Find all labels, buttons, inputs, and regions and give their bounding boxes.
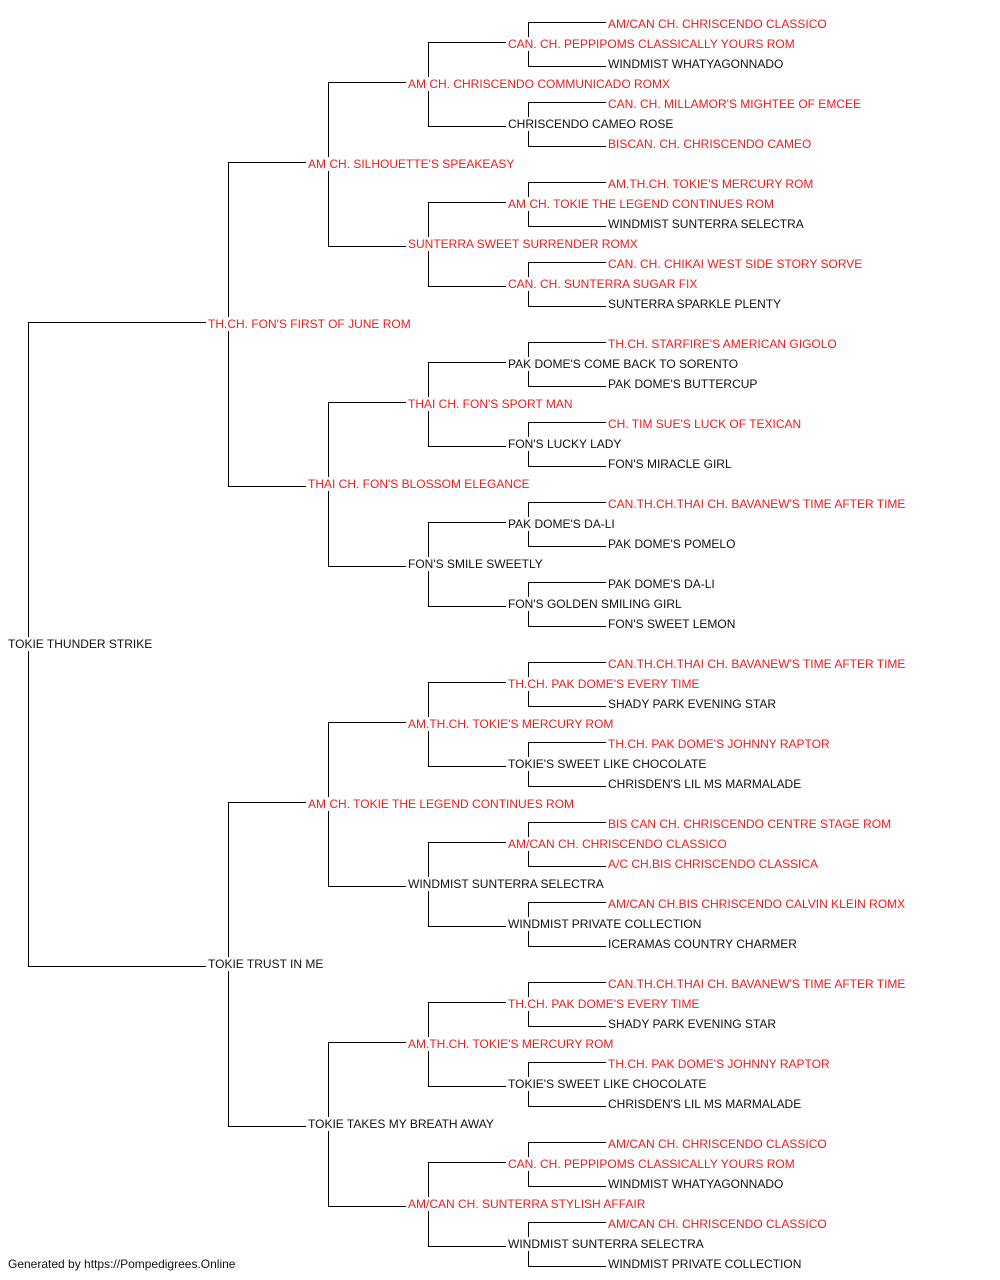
gen5-name-13: PAK DOME'S POMELO	[608, 537, 737, 551]
gen5-name-12: CAN.TH.CH.THAI CH. BAVANEW'S TIME AFTER …	[608, 497, 907, 511]
gen5-name-6: CAN. CH. CHIKAI WEST SIDE STORY SORVE	[608, 257, 864, 271]
gen5-name-21: A/C CH.BIS CHRISCENDO CLASSICA	[608, 857, 820, 871]
dam-name: TOKIE TRUST IN ME	[208, 957, 325, 971]
gen4-name-6: PAK DOME'S DA-LI	[508, 517, 616, 531]
gen4-name-4: PAK DOME'S COME BACK TO SORENTO	[508, 357, 740, 371]
gen5-name-3: BISCAN. CH. CHRISCENDO CAMEO	[608, 137, 813, 151]
gen4-name-11: WINDMIST PRIVATE COLLECTION	[508, 917, 703, 931]
gen4-name-10: AM/CAN CH. CHRISCENDO CLASSICO	[508, 837, 728, 851]
gen4-name-9: TOKIE'S SWEET LIKE CHOCOLATE	[508, 757, 708, 771]
gen5-name-2: CAN. CH. MILLAMOR'S MIGHTEE OF EMCEE	[608, 97, 862, 111]
gen5-name-18: TH.CH. PAK DOME'S JOHNNY RAPTOR	[608, 737, 831, 751]
gen5-name-20: BIS CAN CH. CHRISCENDO CENTRE STAGE ROM	[608, 817, 893, 831]
gen4-name-5: FON'S LUCKY LADY	[508, 437, 623, 451]
gen5-name-15: FON'S SWEET LEMON	[608, 617, 737, 631]
gen5-name-0: AM/CAN CH. CHRISCENDO CLASSICO	[608, 17, 828, 31]
great-grandparents-name-0: AM CH. CHRISCENDO COMMUNICADO ROMX	[408, 77, 672, 91]
gen5-name-22: AM/CAN CH.BIS CHRISCENDO CALVIN KLEIN RO…	[608, 897, 907, 911]
gen4-name-15: WINDMIST SUNTERRA SELECTRA	[508, 1237, 705, 1251]
gen5-name-7: SUNTERRA SPARKLE PLENTY	[608, 297, 783, 311]
gen5-name-27: CHRISDEN'S LIL MS MARMALADE	[608, 1097, 803, 1111]
gen5-name-17: SHADY PARK EVENING STAR	[608, 697, 778, 711]
gen5-name-10: CH. TIM SUE'S LUCK OF TEXICAN	[608, 417, 803, 431]
gen4-name-2: AM CH. TOKIE THE LEGEND CONTINUES ROM	[508, 197, 776, 211]
gen5-name-23: ICERAMAS COUNTRY CHARMER	[608, 937, 798, 951]
great-grandparents-name-6: AM.TH.CH. TOKIE'S MERCURY ROM	[408, 1037, 615, 1051]
gen5-name-16: CAN.TH.CH.THAI CH. BAVANEW'S TIME AFTER …	[608, 657, 907, 671]
gen5-name-29: WINDMIST WHATYAGONNADO	[608, 1177, 785, 1191]
great-grandparents-name-5: WINDMIST SUNTERRA SELECTRA	[408, 877, 605, 891]
gen4-name-12: TH.CH. PAK DOME'S EVERY TIME	[508, 997, 701, 1011]
gen5-name-5: WINDMIST SUNTERRA SELECTRA	[608, 217, 805, 231]
gen5-name-4: AM.TH.CH. TOKIE'S MERCURY ROM	[608, 177, 815, 191]
grandparents-name-2: AM CH. TOKIE THE LEGEND CONTINUES ROM	[308, 797, 576, 811]
gen5-name-19: CHRISDEN'S LIL MS MARMALADE	[608, 777, 803, 791]
gen4-name-0: CAN. CH. PEPPIPOMS CLASSICALLY YOURS ROM	[508, 37, 796, 51]
gen5-name-14: PAK DOME'S DA-LI	[608, 577, 716, 591]
gen4-name-13: TOKIE'S SWEET LIKE CHOCOLATE	[508, 1077, 708, 1091]
gen5-name-8: TH.CH. STARFIRE'S AMERICAN GIGOLO	[608, 337, 838, 351]
great-grandparents-name-7: AM/CAN CH. SUNTERRA STYLISH AFFAIR	[408, 1197, 647, 1211]
grandparents-name-0: AM CH. SILHOUETTE'S SPEAKEASY	[308, 157, 516, 171]
gen5-name-1: WINDMIST WHATYAGONNADO	[608, 57, 785, 71]
great-grandparents-name-4: AM.TH.CH. TOKIE'S MERCURY ROM	[408, 717, 615, 731]
gen4-name-8: TH.CH. PAK DOME'S EVERY TIME	[508, 677, 701, 691]
sire-name: TH.CH. FON'S FIRST OF JUNE ROM	[208, 317, 412, 331]
gen4-name-7: FON'S GOLDEN SMILING GIRL	[508, 597, 683, 611]
great-grandparents-name-2: THAI CH. FON'S SPORT MAN	[408, 397, 574, 411]
subject-dog-name: TOKIE THUNDER STRIKE	[8, 637, 154, 651]
grandparents-name-3: TOKIE TAKES MY BREATH AWAY	[308, 1117, 495, 1131]
gen4-name-3: CAN. CH. SUNTERRA SUGAR FIX	[508, 277, 699, 291]
generated-by-footer: Generated by https://Pompedigrees.Online	[8, 1257, 236, 1271]
gen4-name-14: CAN. CH. PEPPIPOMS CLASSICALLY YOURS ROM	[508, 1157, 796, 1171]
gen4-name-1: CHRISCENDO CAMEO ROSE	[508, 117, 675, 131]
grandparents-name-1: THAI CH. FON'S BLOSSOM ELEGANCE	[308, 477, 531, 491]
gen5-name-25: SHADY PARK EVENING STAR	[608, 1017, 778, 1031]
gen5-name-9: PAK DOME'S BUTTERCUP	[608, 377, 759, 391]
gen5-name-11: FON'S MIRACLE GIRL	[608, 457, 733, 471]
great-grandparents-name-3: FON'S SMILE SWEETLY	[408, 557, 544, 571]
great-grandparents-name-1: SUNTERRA SWEET SURRENDER ROMX	[408, 237, 639, 251]
gen5-name-30: AM/CAN CH. CHRISCENDO CLASSICO	[608, 1217, 828, 1231]
gen5-name-26: TH.CH. PAK DOME'S JOHNNY RAPTOR	[608, 1057, 831, 1071]
gen5-name-31: WINDMIST PRIVATE COLLECTION	[608, 1257, 803, 1271]
gen5-name-28: AM/CAN CH. CHRISCENDO CLASSICO	[608, 1137, 828, 1151]
gen5-name-24: CAN.TH.CH.THAI CH. BAVANEW'S TIME AFTER …	[608, 977, 907, 991]
